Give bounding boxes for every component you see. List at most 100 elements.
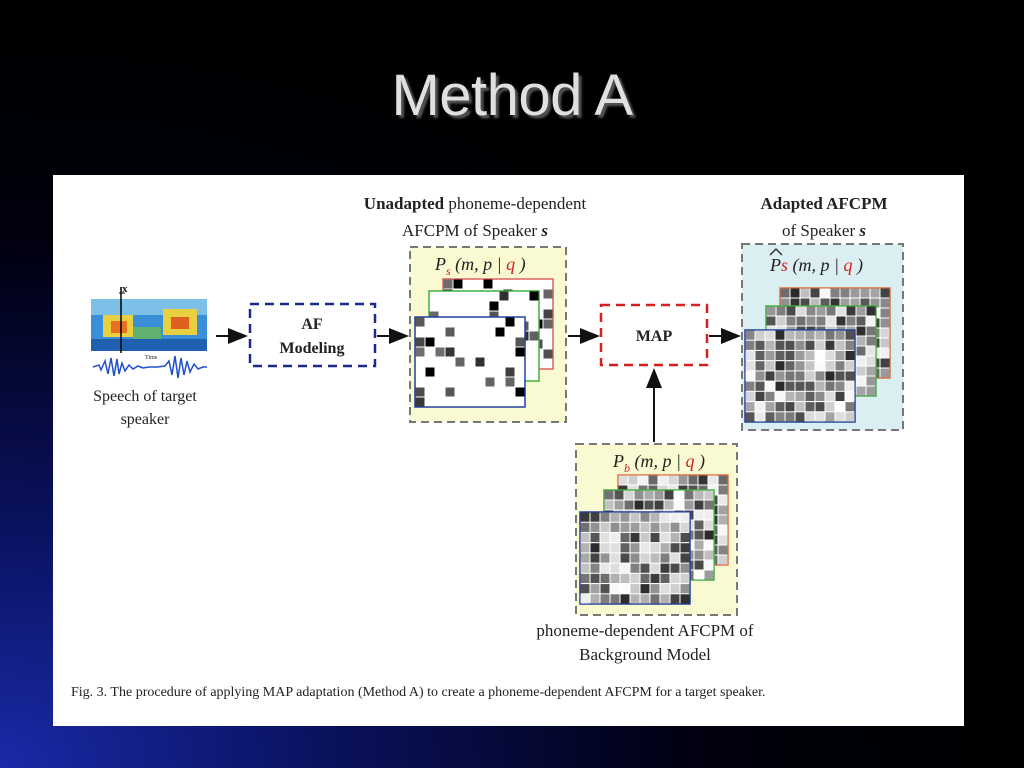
- matrix-cell: [640, 553, 650, 563]
- matrix-cell: [836, 306, 846, 316]
- matrix-cell: [835, 381, 845, 391]
- matrix-cell: [785, 412, 795, 422]
- matrix-cell: [718, 475, 728, 485]
- matrix-cell: [795, 381, 805, 391]
- ps-hat-formula: Ps (m, p | q ): [769, 255, 863, 276]
- matrix-cell: [505, 377, 515, 387]
- matrix-cell: [668, 475, 678, 485]
- matrix-cell: [650, 584, 660, 594]
- matrix-cell: [670, 563, 680, 573]
- matrix-cell: [475, 357, 485, 367]
- matrix-cell: [610, 594, 620, 604]
- matrix-cell: [856, 306, 866, 316]
- matrix-cell: [543, 289, 553, 299]
- matrix-cell: [704, 570, 714, 580]
- matrix-cell: [610, 543, 620, 553]
- matrix-cell: [755, 412, 765, 422]
- matrix-cell: [755, 330, 765, 340]
- matrix-cell: [785, 340, 795, 350]
- matrix-cell: [425, 367, 435, 377]
- matrix-cell: [845, 340, 855, 350]
- matrix-cell: [718, 555, 728, 565]
- matrix-cell: [694, 520, 704, 530]
- matrix-cell: [630, 563, 640, 573]
- matrix-cell: [495, 327, 505, 337]
- matrix-cell: [680, 522, 690, 532]
- matrix-cell: [880, 308, 890, 318]
- matrix-cell: [845, 330, 855, 340]
- matrix-cell: [694, 530, 704, 540]
- matrix-cell: [765, 391, 775, 401]
- matrix-cell: [654, 490, 664, 500]
- matrix-cell: [805, 412, 815, 422]
- matrix-cell: [640, 594, 650, 604]
- matrix-cell: [694, 500, 704, 510]
- matrix-cell: [658, 475, 668, 485]
- matrix-cell: [680, 543, 690, 553]
- matrix-cell: [845, 381, 855, 391]
- matrix-cell: [704, 560, 714, 570]
- matrix-cell: [694, 550, 704, 560]
- matrix-cell: [415, 397, 425, 407]
- matrix-cell: [694, 510, 704, 520]
- unadapted-matrix-stack: [414, 278, 554, 408]
- matrix-cell: [610, 512, 620, 522]
- af-modeling-box: [248, 302, 377, 368]
- matrix-cell: [684, 500, 694, 510]
- matrix-cell: [624, 500, 634, 510]
- matrix-cell: [880, 338, 890, 348]
- matrix-cell: [670, 512, 680, 522]
- matrix-cell: [708, 475, 718, 485]
- matrix-cell: [815, 350, 825, 361]
- matrix-cell: [780, 288, 790, 298]
- matrix-cell: [694, 540, 704, 550]
- matrix-cell: [860, 298, 870, 308]
- matrix-cell: [620, 594, 630, 604]
- matrix-cell: [529, 331, 539, 341]
- matrix-cell: [644, 500, 654, 510]
- matrix-cell: [640, 563, 650, 573]
- matrix-cell: [825, 402, 835, 412]
- matrix-cell: [630, 594, 640, 604]
- matrix-cell: [660, 584, 670, 594]
- matrix-cell: [620, 532, 630, 543]
- matrix-cell: [644, 490, 654, 500]
- matrix-cell: [785, 371, 795, 381]
- matrix-cell: [678, 475, 688, 485]
- matrix-cell: [489, 311, 499, 321]
- matrix-cell: [505, 367, 515, 377]
- matrix-cell: [776, 316, 786, 326]
- matrix-cell: [856, 386, 866, 396]
- matrix-cell: [624, 490, 634, 500]
- matrix-cell: [866, 366, 876, 376]
- matrix-cell: [796, 316, 806, 326]
- matrix-cell: [795, 340, 805, 350]
- matrix-cell: [489, 301, 499, 311]
- matrix-cell: [704, 530, 714, 540]
- matrix-cell: [590, 553, 600, 563]
- matrix-cell: [745, 381, 755, 391]
- matrix-cell: [745, 412, 755, 422]
- matrix-cell: [580, 563, 590, 573]
- matrix-cell: [543, 309, 553, 319]
- matrix-cell: [755, 361, 765, 371]
- matrix-cell: [684, 490, 694, 500]
- matrix-cell: [866, 306, 876, 316]
- matrix-cell: [630, 543, 640, 553]
- matrix-cell: [755, 381, 765, 391]
- matrix-cell: [825, 361, 835, 371]
- speech-label-line1: Speech of target: [93, 388, 197, 405]
- matrix-cell: [590, 584, 600, 594]
- matrix-cell: [630, 522, 640, 532]
- unadapted-label-line2: AFCPM of Speaker s: [402, 221, 548, 240]
- matrix-cell: [826, 306, 836, 316]
- matrix-cell: [638, 475, 648, 485]
- matrix-cell: [856, 376, 866, 386]
- matrix-cell: [870, 288, 880, 298]
- matrix-cell: [765, 402, 775, 412]
- matrix-cell: [445, 387, 455, 397]
- matrix-cell: [825, 412, 835, 422]
- matrix-cell: [604, 490, 614, 500]
- matrix-cell: [580, 573, 590, 583]
- matrix-cell: [775, 330, 785, 340]
